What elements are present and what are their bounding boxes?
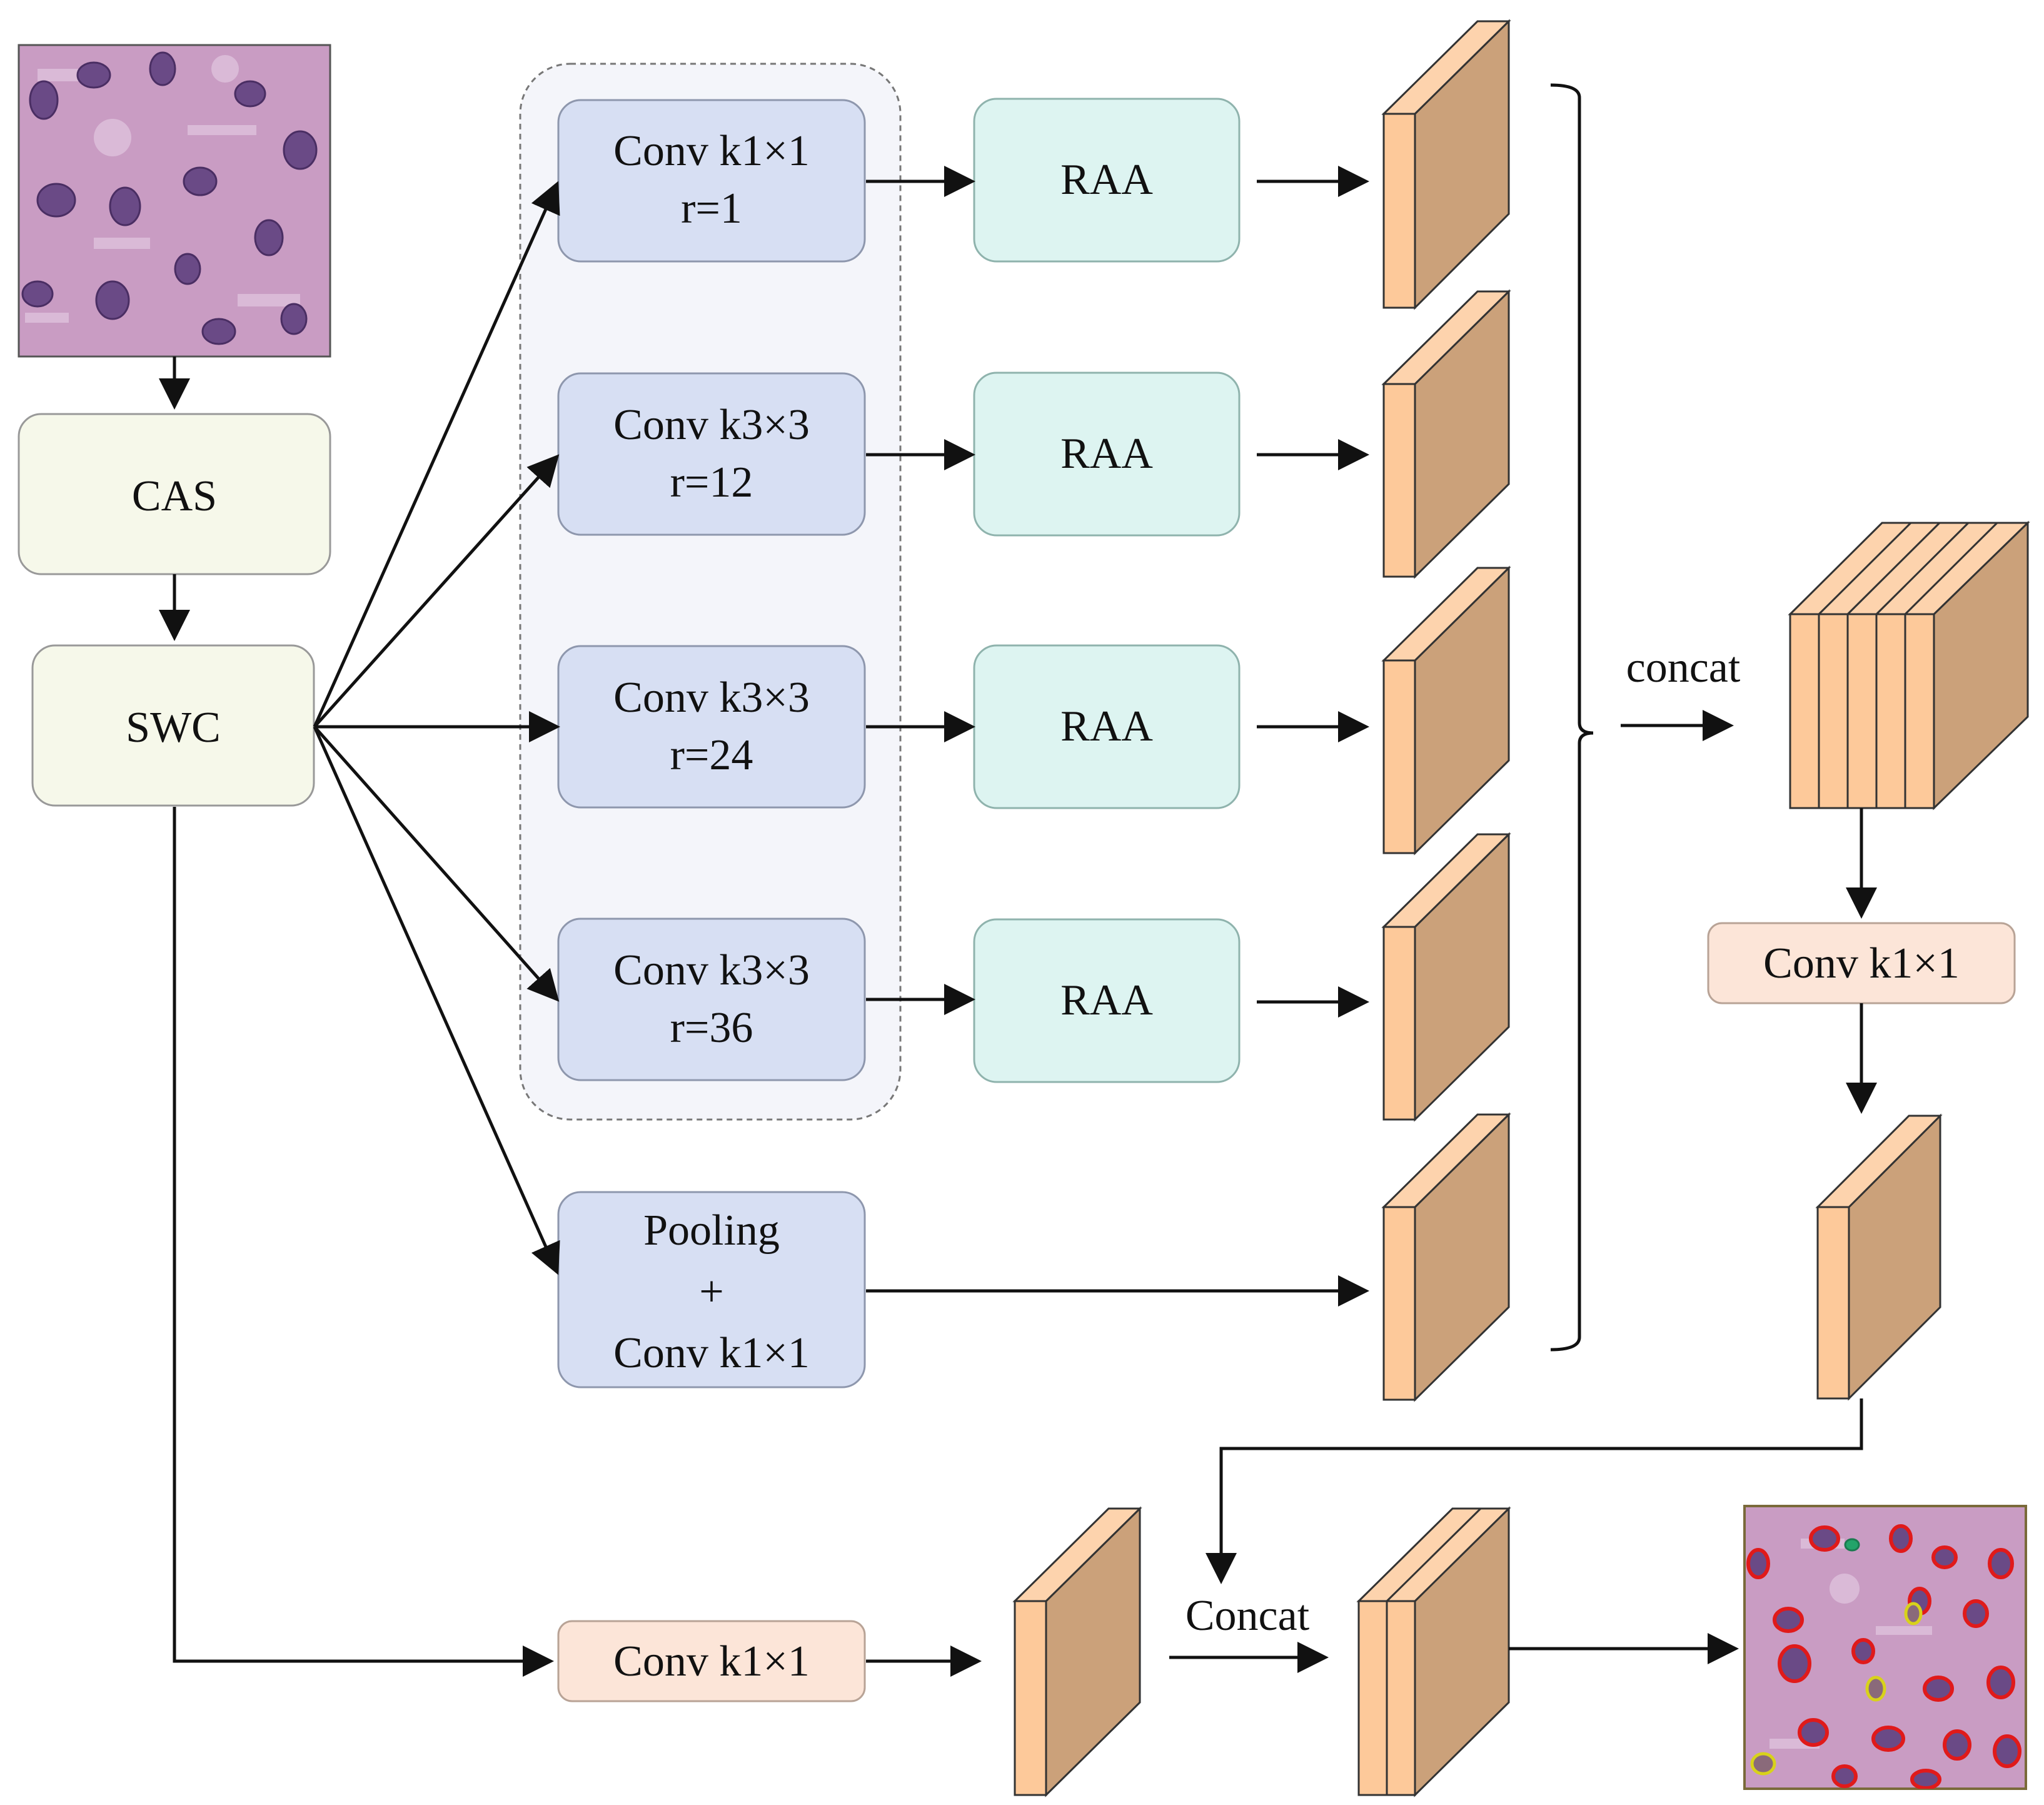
- branch1-conv-block: [557, 99, 866, 263]
- feature-map-fused: [1356, 1506, 1511, 1797]
- edge-swc-to-skip-conv: [173, 807, 554, 1677]
- branch3-conv-block: [557, 645, 866, 809]
- edge-swc-to-branch4: [313, 726, 560, 1002]
- aspp-group: [519, 63, 902, 1121]
- feature-map-branch-2: [1381, 289, 1511, 579]
- output-nucleus-green: [1844, 1538, 1860, 1552]
- pooling-conv-label: Conv k1×1: [613, 1329, 810, 1377]
- branch4-conv-block: [557, 918, 866, 1081]
- raa-label-1: RAA: [1060, 156, 1153, 204]
- concat-label-upper: concat: [1626, 644, 1741, 692]
- skip-conv-label: Conv k1×1: [613, 1637, 810, 1686]
- edge-swc-to-branch1: [313, 181, 560, 728]
- output-texture: [1770, 1539, 1932, 1749]
- edges: [159, 166, 1877, 1677]
- branch4-conv-label: Conv k3×3: [613, 946, 810, 994]
- concatenated-feature-stack: [1788, 520, 2030, 811]
- raa-label-3: RAA: [1060, 702, 1153, 751]
- input-nuclei: [21, 51, 318, 345]
- output-nuclei-yellow: [1750, 1602, 1923, 1776]
- branch1-rate-label: r=1: [681, 185, 742, 233]
- branch2-conv-label: Conv k3×3: [613, 401, 810, 449]
- input-texture: [25, 55, 300, 323]
- feature-map-post-conv: [1815, 1113, 1943, 1401]
- feature-map-pooling: [1381, 1112, 1511, 1402]
- feature-map-branch-1: [1381, 19, 1511, 310]
- concat-bracket: [1550, 83, 1594, 1352]
- input-image: [18, 44, 331, 358]
- output-nuclei-red: [1746, 1524, 2021, 1789]
- pooling-plus-label: +: [699, 1268, 723, 1316]
- branch2-conv-block: [557, 372, 866, 536]
- feature-map-skip: [1012, 1506, 1142, 1797]
- branch3-rate-label: r=24: [670, 731, 753, 779]
- branch4-rate-label: r=36: [670, 1004, 753, 1052]
- post-concat-conv-label: Conv k1×1: [1763, 939, 1960, 988]
- edge-swc-to-branch2: [313, 454, 560, 728]
- cas-label: CAS: [132, 472, 217, 520]
- raa-label-2: RAA: [1060, 430, 1153, 478]
- branch1-conv-label: Conv k1×1: [613, 127, 810, 175]
- skip-conv-block: [557, 1620, 866, 1702]
- edge-fmap-to-fusion: [1206, 1398, 1863, 1584]
- output-image: [1743, 1505, 2027, 1790]
- pooling-block: [557, 1191, 866, 1388]
- feature-map-branch-3: [1381, 565, 1511, 856]
- pooling-label: Pooling: [643, 1206, 780, 1255]
- feature-map-branch-4: [1381, 832, 1511, 1122]
- edge-swc-to-pooling: [313, 726, 560, 1275]
- raa-label-4: RAA: [1060, 976, 1153, 1024]
- swc-label: SWC: [126, 704, 221, 752]
- branch2-rate-label: r=12: [670, 458, 753, 507]
- branch3-conv-label: Conv k3×3: [613, 674, 810, 722]
- concat-label-lower: Concat: [1186, 1592, 1310, 1640]
